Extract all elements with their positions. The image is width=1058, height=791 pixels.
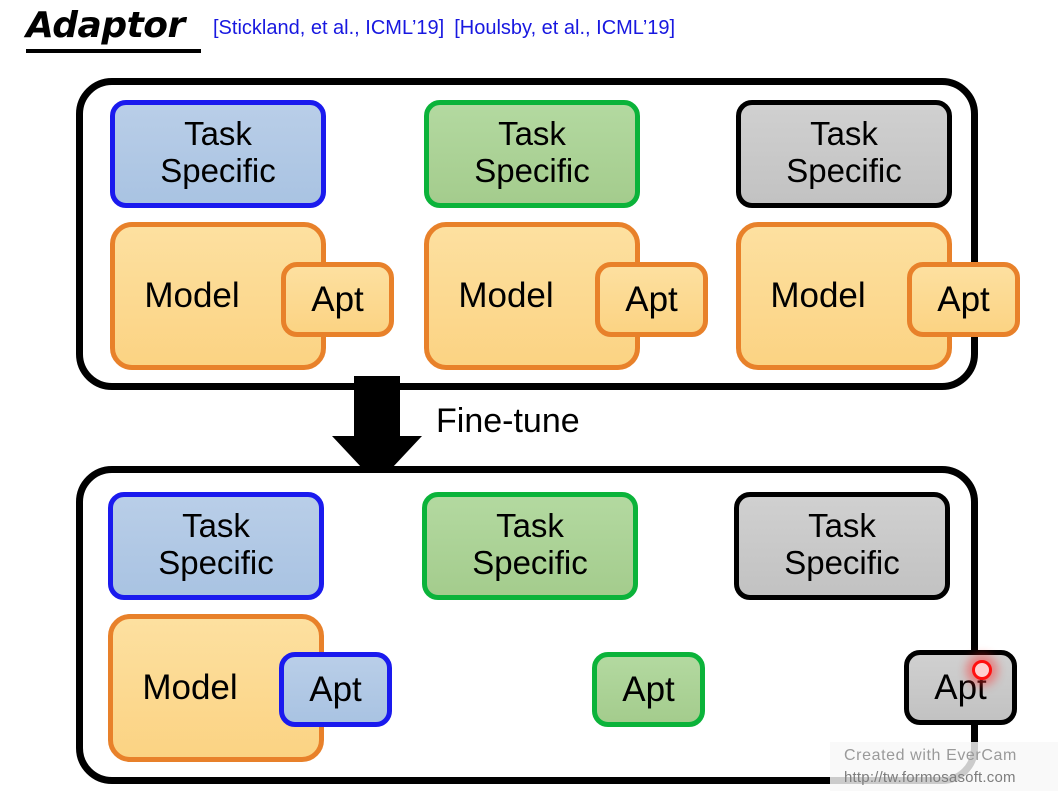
- citation-stickland: [Stickland, et al., ICML’19]: [213, 17, 445, 39]
- task-specific-box-gray-before[interactable]: Task Specific: [736, 100, 952, 208]
- apt-box-green-after[interactable]: Apt: [592, 652, 705, 727]
- task-line-1: Task: [496, 507, 564, 545]
- model-box-green-before[interactable]: Model: [424, 222, 640, 370]
- citation-list: [Stickland, et al., ICML’19] [Houlsby, et…: [213, 17, 675, 40]
- apt-box-green-before[interactable]: Apt: [595, 262, 708, 337]
- model-box-blue-before[interactable]: Model: [110, 222, 326, 370]
- cursor-pointer-icon: [972, 660, 992, 680]
- model-label: Model: [458, 276, 554, 316]
- task-line-1: Task: [498, 115, 566, 153]
- apt-label: Apt: [311, 279, 364, 319]
- task-specific-box-green-before[interactable]: Task Specific: [424, 100, 640, 208]
- task-specific-box-green-after[interactable]: Task Specific: [422, 492, 638, 600]
- task-line-2: Specific: [472, 544, 588, 581]
- apt-label: Apt: [625, 279, 678, 319]
- task-line-2: Specific: [784, 544, 900, 581]
- apt-label: Apt: [622, 669, 675, 709]
- fine-tune-label: Fine-tune: [436, 402, 580, 440]
- model-label: Model: [142, 668, 238, 708]
- apt-label: Apt: [309, 669, 362, 709]
- arrow-shaft: [354, 376, 400, 442]
- citation-houlsby: [Houlsby, et al., ICML’19]: [454, 17, 676, 39]
- apt-box-blue-before[interactable]: Apt: [281, 262, 394, 337]
- model-label: Model: [144, 276, 240, 316]
- model-label: Model: [770, 276, 866, 316]
- watermark-url: http://tw.formosasoft.com: [844, 769, 1016, 786]
- task-line-2: Specific: [158, 544, 274, 581]
- apt-box-gray-after[interactable]: Apt: [904, 650, 1017, 725]
- task-line-2: Specific: [474, 152, 590, 189]
- page-title: Adaptor: [26, 5, 185, 46]
- apt-box-gray-before[interactable]: Apt: [907, 262, 1020, 337]
- task-specific-box-blue-before[interactable]: Task Specific: [110, 100, 326, 208]
- task-line-2: Specific: [160, 152, 276, 189]
- task-line-1: Task: [182, 507, 250, 545]
- task-line-1: Task: [808, 507, 876, 545]
- title-underline: [26, 49, 201, 53]
- watermark-title: Created with EverCam: [844, 747, 1017, 764]
- task-line-1: Task: [184, 115, 252, 153]
- evercam-watermark: Created with EverCam http://tw.formosaso…: [830, 742, 1058, 791]
- task-specific-box-gray-after[interactable]: Task Specific: [734, 492, 950, 600]
- task-line-1: Task: [810, 115, 878, 153]
- slide-header: Adaptor [Stickland, et al., ICML’19] [Hou…: [0, 0, 1058, 62]
- apt-box-blue-after[interactable]: Apt: [279, 652, 392, 727]
- task-line-2: Specific: [786, 152, 902, 189]
- task-specific-box-blue-after[interactable]: Task Specific: [108, 492, 324, 600]
- apt-label: Apt: [937, 279, 990, 319]
